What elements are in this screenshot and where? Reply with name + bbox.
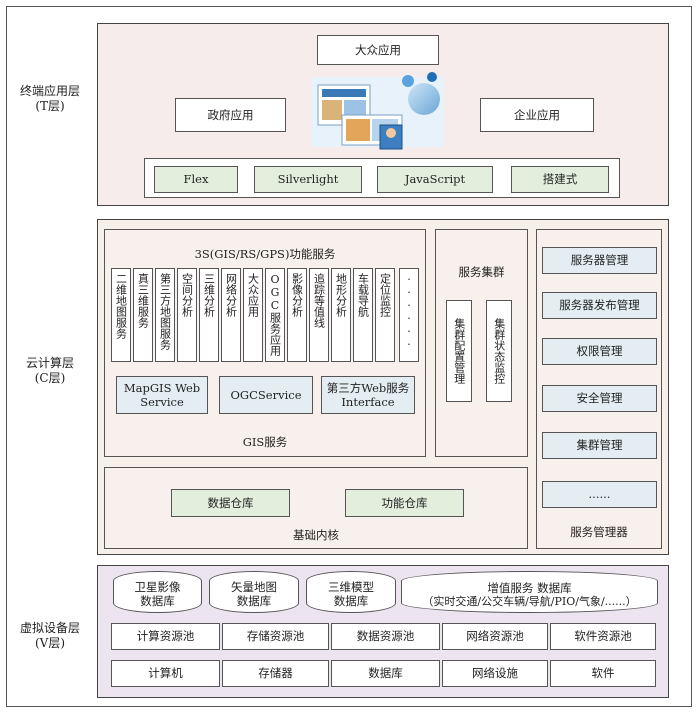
ent-app-box: 企业应用 [480, 98, 594, 132]
db-satellite-label: 卫星影像 数据库 [134, 580, 181, 608]
t-layer-label: 终端应用层 (T层) [8, 84, 92, 114]
db-satellite: 卫星影像 数据库 [113, 571, 202, 613]
tech-builder: 搭建式 [511, 166, 609, 193]
v-layer-sub: (V层) [34, 636, 66, 650]
function-warehouse: 功能仓库 [345, 489, 464, 517]
mgr-permission: 权限管理 [542, 338, 657, 365]
cluster-monitor: 集群状态监控 [486, 300, 512, 402]
device-software: 软件 [550, 660, 656, 687]
gis-func-network: 网络分析 [221, 268, 241, 362]
manager-footer: 服务管理器 [570, 525, 628, 539]
gis-func-more: ······ [399, 268, 419, 362]
cluster-title: 服务集群 [458, 265, 505, 279]
pool-storage: 存储资源池 [222, 623, 329, 650]
db-vector: 矢量地图 数据库 [209, 571, 299, 613]
t-layer-title: 终端应用层 [19, 84, 80, 98]
gis-func-navigation: 车载导航 [353, 268, 373, 362]
pool-network: 网络资源池 [442, 623, 548, 650]
service-thirdparty: 第三方Web服务 Interface [321, 376, 415, 414]
gis-footer: GIS服务 [242, 435, 288, 449]
gov-app-box: 政府应用 [175, 98, 286, 132]
pool-compute: 计算资源池 [111, 623, 220, 650]
v-layer-title: 虚拟设备层 [19, 621, 80, 635]
tech-flex: Flex [154, 166, 238, 193]
gis-func-public: 大众应用 [243, 268, 263, 362]
c-layer-label: 云计算层 (C层) [8, 356, 92, 386]
kernel-footer: 基础内核 [293, 528, 339, 542]
pool-data: 数据资源池 [331, 623, 440, 650]
db-3d-model: 三维模型 数据库 [306, 571, 396, 613]
device-network: 网络设施 [442, 660, 548, 687]
db-value-added-detail: （实时交通/公交车辆/导航/PIO/气象/......） [422, 595, 637, 609]
mgr-more: ...... [542, 481, 657, 508]
tech-silverlight: Silverlight [254, 166, 362, 193]
c-layer-title: 云计算层 [25, 356, 74, 370]
tech-javascript: JavaScript [377, 166, 493, 193]
gis-func-2d-map: 二维地图服务 [111, 268, 131, 362]
gis-func-image: 影像分析 [287, 268, 307, 362]
gis-title: 3S(GIS/RS/GPS)功能服务 [194, 247, 336, 261]
gis-func-3d: 真三维服务 [133, 268, 153, 362]
mgr-server: 服务器管理 [542, 247, 657, 274]
db-value-added: 增值服务 数据库 （实时交通/公交车辆/导航/PIO/气象/......） [401, 571, 658, 613]
gis-func-thirdparty-map: 第三方地图服务 [155, 268, 175, 362]
db-value-added-title: 增值服务 数据库 [487, 580, 572, 595]
service-mapgis: MapGIS Web Service [116, 376, 208, 414]
c-layer-sub: (C层) [34, 371, 66, 385]
mgr-cluster: 集群管理 [542, 432, 657, 459]
gis-func-contour: 追踪等值线 [309, 268, 329, 362]
gis-func-terrain: 地形分析 [331, 268, 351, 362]
cluster-config: 集群配置管理 [446, 300, 472, 402]
gis-func-3d-analysis: 三维分析 [199, 268, 219, 362]
db-vector-label: 矢量地图 数据库 [231, 580, 277, 608]
mass-app-box: 大众应用 [317, 35, 439, 65]
gis-func-spatial: 空间分析 [177, 268, 197, 362]
device-database: 数据库 [331, 660, 440, 687]
device-storage: 存储器 [222, 660, 329, 687]
service-ogc: OGCService [219, 376, 313, 414]
db-3d-model-label: 三维模型 数据库 [328, 580, 374, 608]
gis-func-locate: 定位监控 [375, 268, 395, 362]
data-warehouse: 数据仓库 [171, 489, 290, 517]
mgr-publish: 服务器发布管理 [542, 292, 657, 319]
t-layer-sub: (T层) [35, 99, 65, 113]
device-computer: 计算机 [111, 660, 220, 687]
gis-func-ogc: OGC服务应用 [265, 268, 285, 362]
pool-software: 软件资源池 [550, 623, 656, 650]
application-illustration [312, 67, 444, 153]
mgr-security: 安全管理 [542, 385, 657, 412]
v-layer-label: 虚拟设备层 (V层) [8, 621, 92, 651]
architecture-frame [6, 6, 692, 707]
